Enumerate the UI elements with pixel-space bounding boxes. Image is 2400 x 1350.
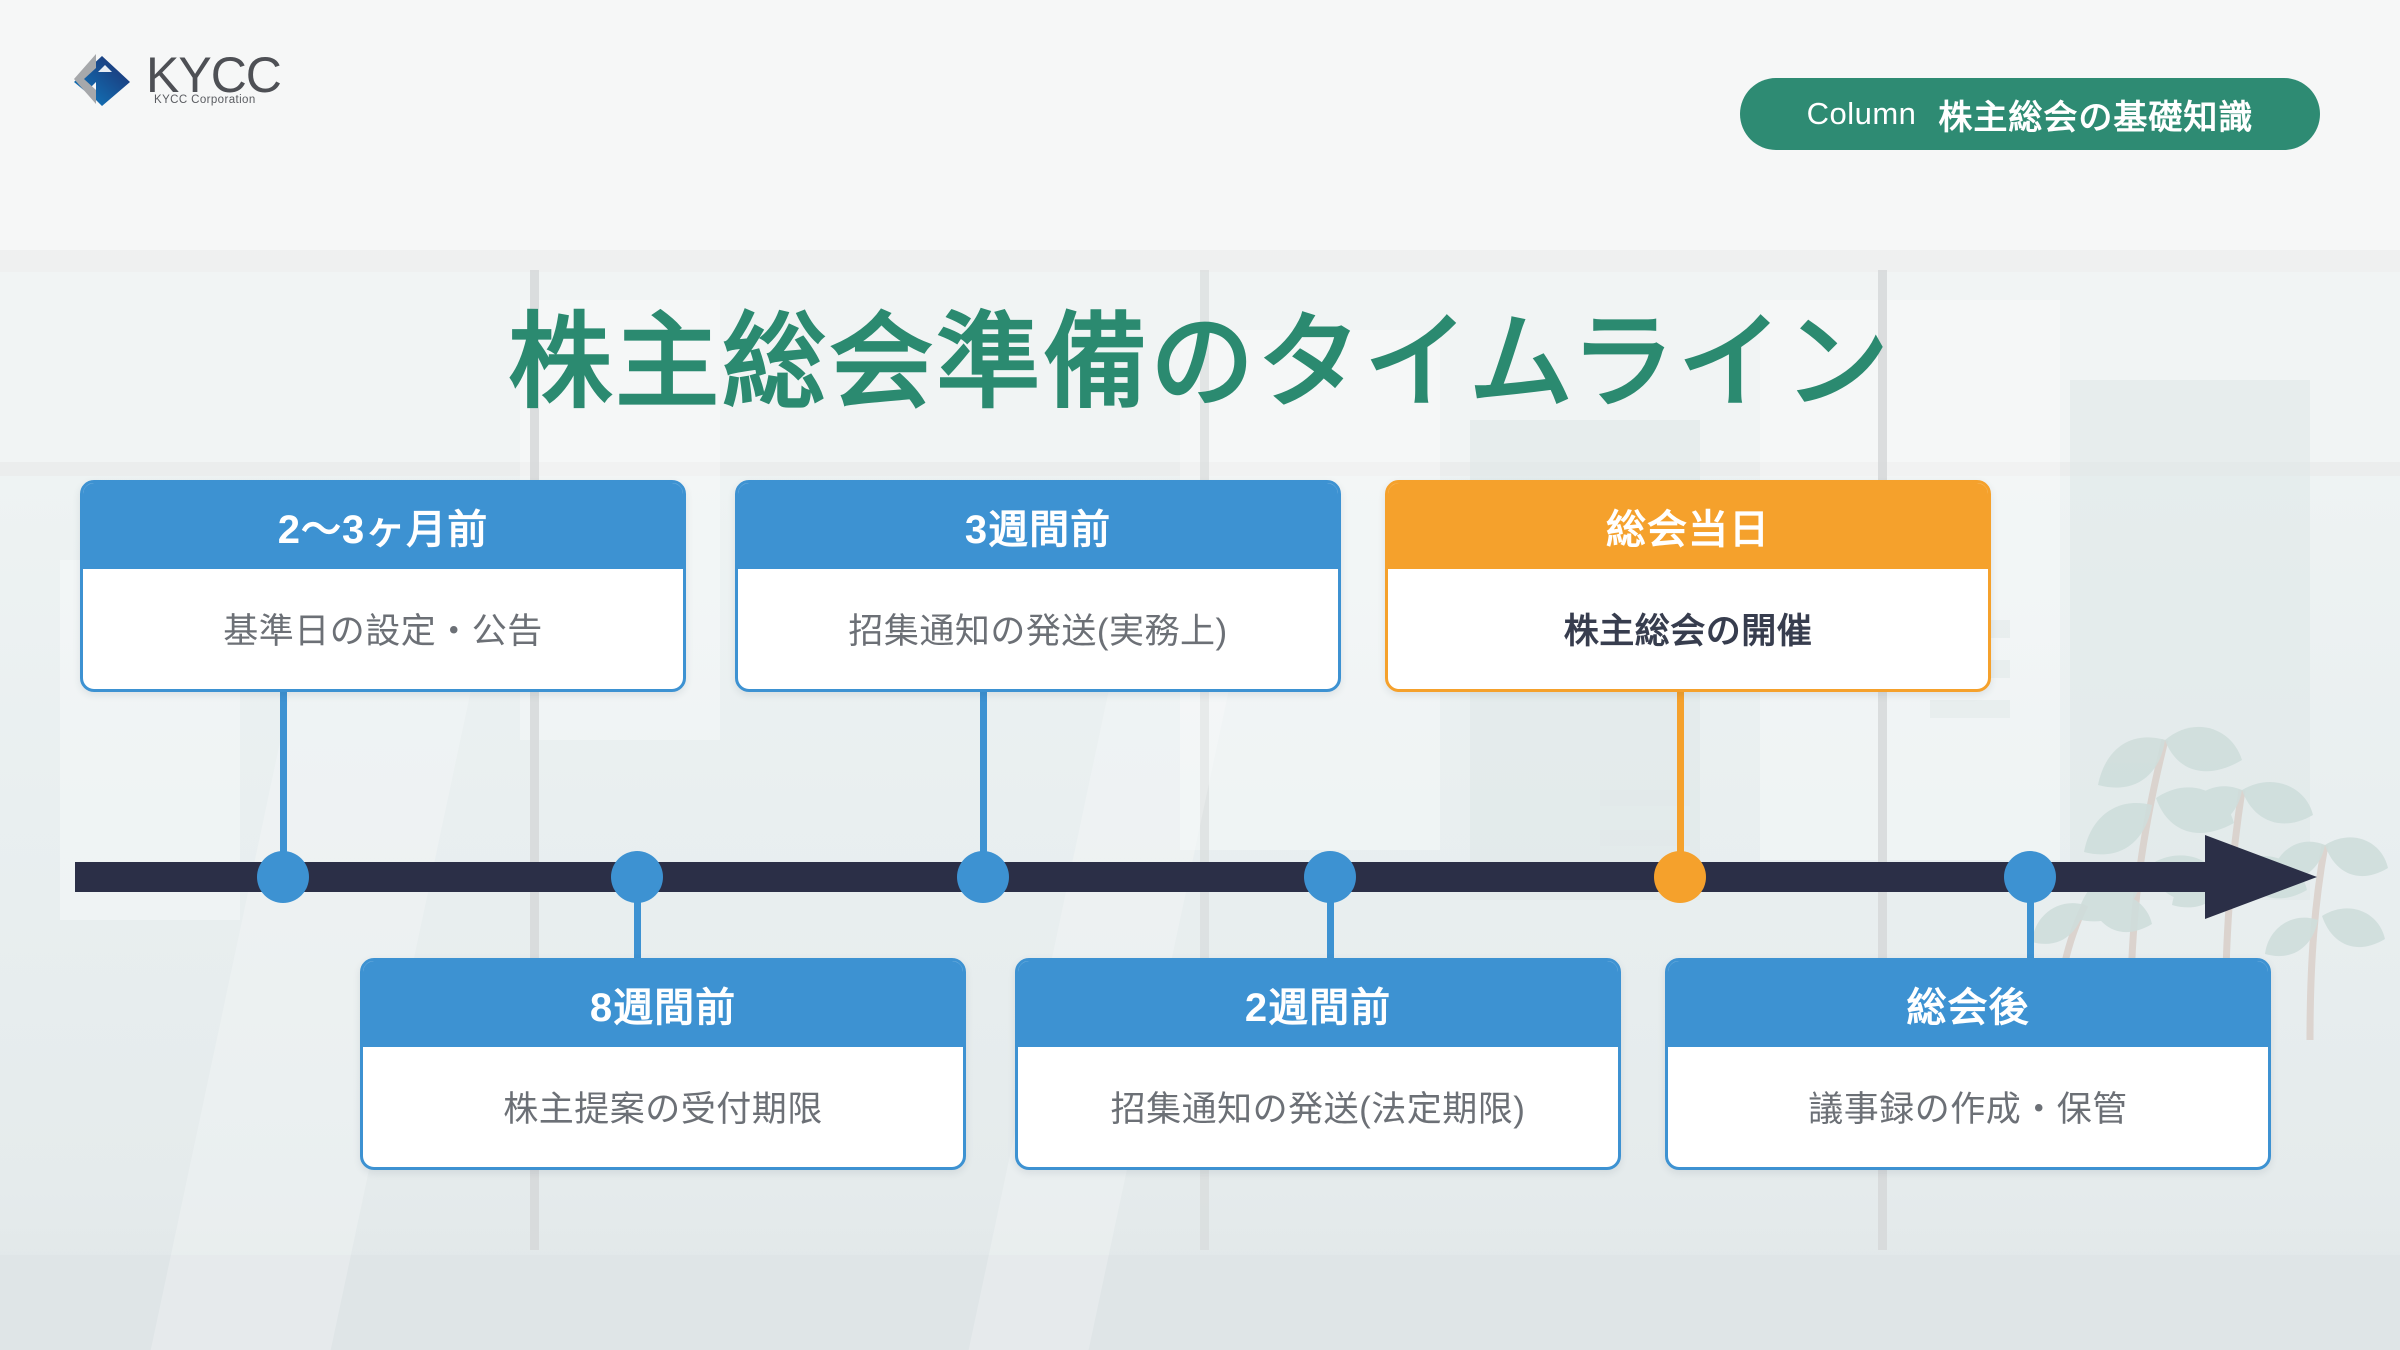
- milestone-card-m6[interactable]: 総会後議事録の作成・保管: [1665, 958, 2271, 1170]
- timeline-arrow-icon: [2205, 835, 2317, 919]
- milestone-card-m5[interactable]: 総会当日株主総会の開催: [1385, 480, 1991, 692]
- timeline-dot-m6[interactable]: [2004, 851, 2056, 903]
- timeline-connector-m2: [633, 878, 641, 960]
- timeline-dot-m3[interactable]: [957, 851, 1009, 903]
- logo-subtext: KYCC Corporation: [154, 94, 256, 106]
- milestone-card-m3[interactable]: 3週間前招集通知の発送(実務上): [735, 480, 1341, 692]
- milestone-card-m1[interactable]: 2〜3ヶ月前基準日の設定・公告: [80, 480, 686, 692]
- brand-logo[interactable]: KYCC KYCC Corporation: [72, 47, 302, 112]
- timeline-connector-m5: [1676, 692, 1684, 876]
- milestone-card-description-m2: 株主提案の受付期限: [503, 1089, 823, 1129]
- background-vertical-line-3: [1878, 270, 1887, 1250]
- milestone-card-title-m6: 総会後: [1668, 961, 2268, 1047]
- timeline-connector-m6: [2026, 878, 2034, 960]
- milestone-card-description-m5: 株主総会の開催: [1563, 611, 1813, 651]
- milestone-card-title-m4: 2週間前: [1018, 961, 1618, 1047]
- background-band-divider-1: [0, 250, 2400, 272]
- milestone-card-title-m3: 3週間前: [738, 483, 1338, 569]
- column-badge[interactable]: Column 株主総会の基礎知識: [1740, 78, 2320, 150]
- timeline-dot-m5[interactable]: [1654, 851, 1706, 903]
- background-vertical-line-2: [1200, 270, 1209, 1250]
- timeline-connector-m4: [1326, 878, 1334, 960]
- timeline-axis-bar: [75, 862, 2235, 892]
- timeline-dot-m2[interactable]: [611, 851, 663, 903]
- background-window-3: [1930, 700, 2010, 718]
- milestone-card-m4[interactable]: 2週間前招集通知の発送(法定期限): [1015, 958, 1621, 1170]
- milestone-card-description-m4: 招集通知の発送(法定期限): [1110, 1089, 1526, 1129]
- timeline-connector-m1: [279, 692, 287, 876]
- background-vertical-line-1: [530, 270, 539, 1250]
- milestone-card-description-m6: 議事録の作成・保管: [1808, 1089, 2128, 1129]
- timeline-dot-m4[interactable]: [1304, 851, 1356, 903]
- milestone-card-title-m2: 8週間前: [363, 961, 963, 1047]
- milestone-card-title-m5: 総会当日: [1388, 483, 1988, 569]
- kycc-diamond-chevron-logo-icon: [74, 54, 130, 106]
- milestone-card-description-m1: 基準日の設定・公告: [223, 611, 543, 651]
- column-badge-label-en: Column: [1806, 96, 1917, 131]
- column-badge-label-jp: 株主総会の基礎知識: [1938, 98, 2254, 137]
- logo-wordmark: KYCC: [146, 47, 282, 103]
- milestone-card-description-m3: 招集通知の発送(実務上): [848, 611, 1228, 651]
- page-title: 株主総会準備のタイムライン: [508, 304, 1892, 421]
- timeline-dot-m1[interactable]: [257, 851, 309, 903]
- milestone-card-title-m1: 2〜3ヶ月前: [83, 483, 683, 569]
- background-window-4: [1600, 790, 1690, 806]
- background-window-5: [1600, 830, 1690, 846]
- background-band-bottom: [0, 1255, 2400, 1350]
- timeline-connector-m3: [979, 692, 987, 876]
- milestone-card-m2[interactable]: 8週間前株主提案の受付期限: [360, 958, 966, 1170]
